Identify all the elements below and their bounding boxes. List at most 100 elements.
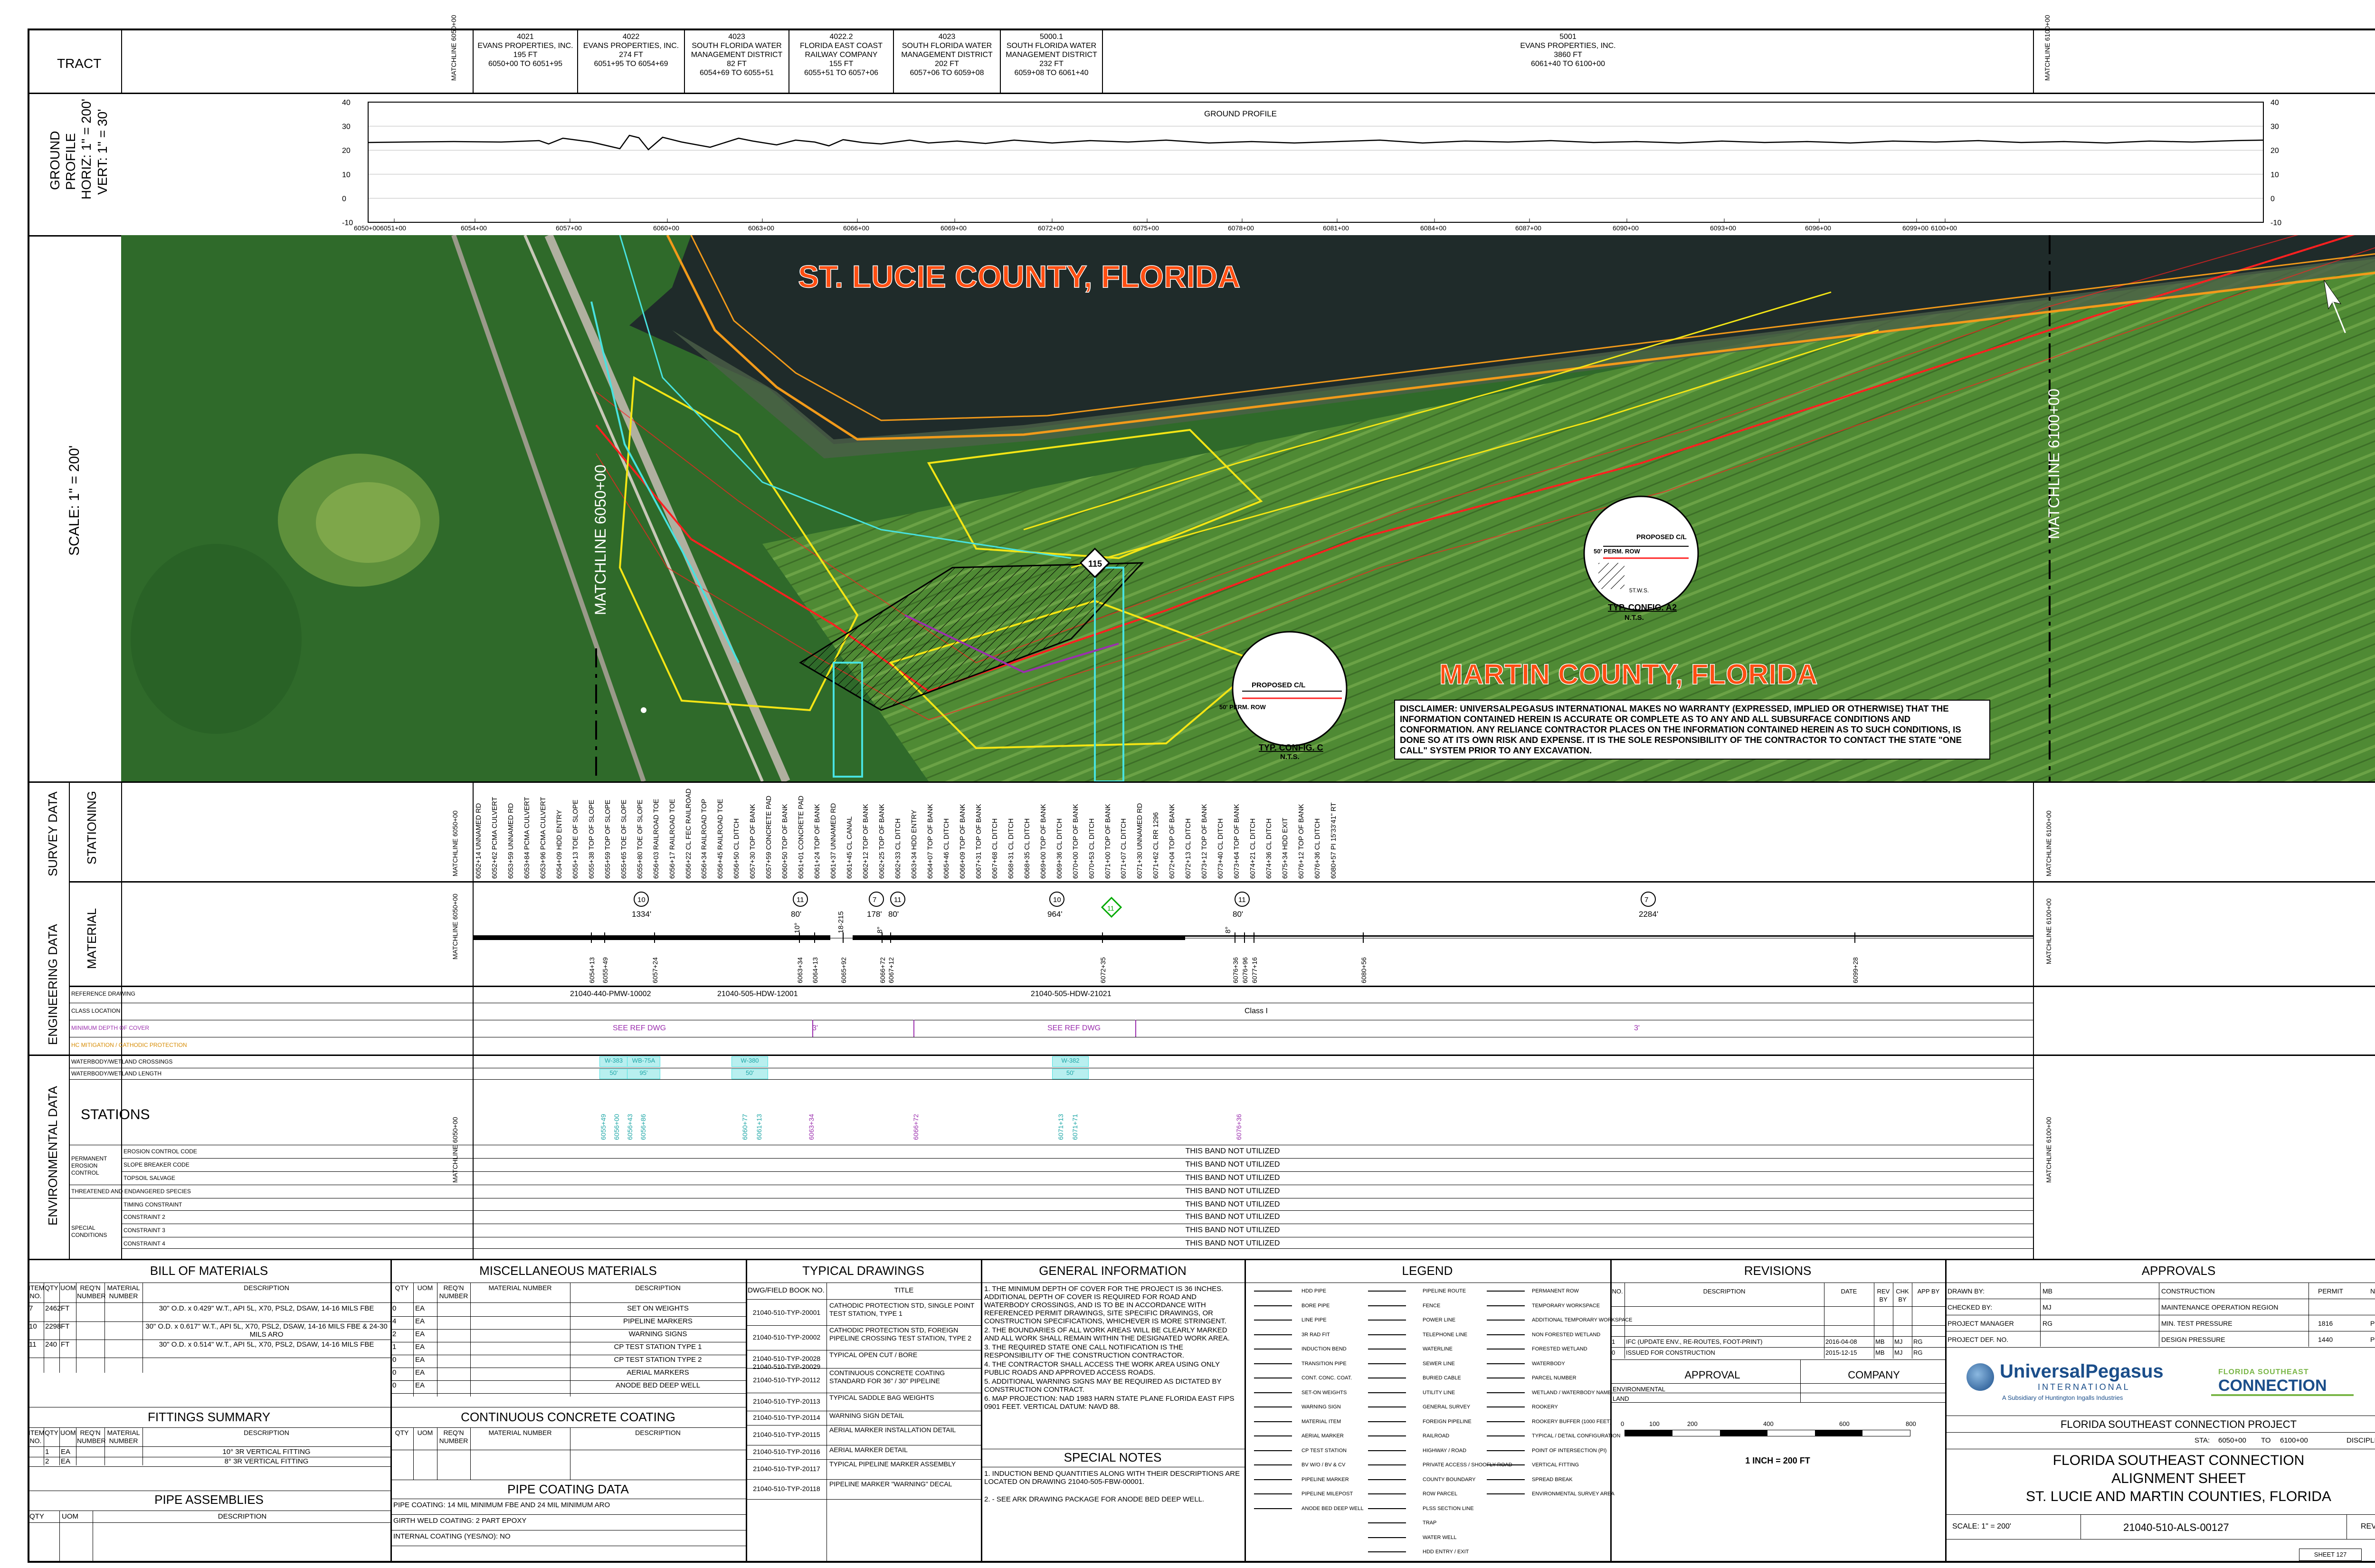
legend-swatch (1487, 1421, 1525, 1422)
env-station: 6071+13 (1057, 1114, 1064, 1140)
engineering-matchline-right: MATCHLINE 6100+00 (2045, 898, 2052, 964)
table-rule (28, 1302, 390, 1303)
profile-side-label-2: PROFILE (63, 133, 78, 190)
material-length: 80' (791, 910, 801, 919)
crossing-length: 50' (732, 1069, 768, 1079)
material-station: 6072+35 (1099, 957, 1107, 983)
env-row-label: CONSTRAINT 4 (124, 1240, 165, 1247)
survey-station-label: 6073+64 TOP OF BANK (1233, 804, 1241, 879)
tract-parcel-id: 4022.2 (829, 33, 853, 41)
legend-swatch (1368, 1392, 1406, 1393)
legend-label: WARNING SIGN (1302, 1404, 1341, 1410)
revision-cell: ISSUED FOR CONSTRUCTION (1626, 1349, 1715, 1356)
ref-drawing-1: 21040-440-PMW-10002 (570, 990, 651, 998)
misc-cell: EA (415, 1317, 425, 1325)
legend-label: RAILROAD (1423, 1433, 1450, 1439)
special-notes-title: SPECIAL NOTES (1064, 1450, 1162, 1464)
bom-header: ITEM NO. (28, 1284, 45, 1300)
revision-cell: 1 (1612, 1338, 1615, 1345)
legend-swatch (1487, 1291, 1525, 1292)
bom-header: DESCRIPTION (244, 1284, 289, 1292)
special-note: 2. - SEE ARK DRAWING PACKAGE FOR ANODE B… (984, 1495, 1205, 1503)
legend-label: FENCE (1423, 1302, 1441, 1309)
survey-station-label: 6061+01 CONCRETE PAD (798, 795, 806, 879)
county-label-north: ST. LUCIE COUNTY, FLORIDA (798, 259, 1240, 294)
env-station: 6066+72 (912, 1114, 920, 1140)
tract-parcel-length: 82 FT (727, 60, 747, 68)
revisions-title: REVISIONS (1744, 1264, 1812, 1278)
general-note: 6. MAP PROJECTION: NAD 1983 HARN STATE P… (984, 1395, 1235, 1411)
env-station: 6076+36 (1235, 1114, 1243, 1140)
bom-cell: 240 (45, 1340, 57, 1349)
svg-text:PROPOSED C/L: PROPOSED C/L (1636, 533, 1687, 541)
tract-parcel-length: 232 FT (1039, 60, 1064, 68)
not-utilized: THIS BAND NOT UTILIZED (1185, 1213, 1280, 1221)
sheet-number: SHEET 127 (2299, 1549, 2362, 1561)
misc-cell: EA (415, 1343, 425, 1351)
misc-cell: CP TEST STATION TYPE 1 (614, 1343, 702, 1351)
survey-station-label: 6053+96 PCMA CULVERT (539, 797, 547, 879)
approval-value: MB (2042, 1287, 2052, 1295)
survey-station-label: 6068+35 CL DITCH (1023, 818, 1031, 879)
tract-parcel-id: 5001 (1559, 33, 1577, 41)
typical-dwg: 21040-510-TYP-20118 (753, 1485, 820, 1492)
fittings-header: MATERIAL NUMBER (107, 1429, 140, 1444)
scale-tick: 0 (1621, 1420, 1624, 1427)
tract-parcel-owner: SOUTH FLORIDA WATER MANAGEMENT DISTRICT (1006, 42, 1097, 59)
legend-swatch (1254, 1392, 1292, 1393)
not-utilized: THIS BAND NOT UTILIZED (1185, 1226, 1280, 1234)
legend-label: SPREAD BREAK (1532, 1476, 1573, 1482)
env-length-label: WATERBODY/WETLAND LENGTH (71, 1070, 162, 1077)
misc-title: MISCELLANEOUS MATERIALS (479, 1264, 657, 1278)
concrete-title: CONTINUOUS CONCRETE COATING (461, 1410, 675, 1424)
sheet-border (28, 29, 2375, 1563)
profile-x-tick: 6090+00 (1613, 224, 1639, 232)
survey-matchline-right: MATCHLINE 6100+00 (2045, 810, 2052, 876)
coating-title: PIPE COATING DATA (507, 1482, 629, 1496)
revision-header: NO. (1612, 1288, 1623, 1295)
survey-station-label: 6067+68 CL DITCH (991, 818, 999, 879)
legend-swatch (1254, 1464, 1292, 1465)
table-rule (28, 1427, 390, 1428)
general-note: 4. THE CONTRACTOR SHALL ACCESS THE WORK … (984, 1360, 1220, 1377)
revision-cell: MB (1875, 1338, 1885, 1345)
material-station: 6080+56 (1360, 957, 1368, 983)
misc-header: REQ'N NUMBER (439, 1284, 468, 1300)
profile-x-tick: 6099+00 (1902, 224, 1928, 232)
misc-cell: 0 (392, 1304, 397, 1312)
general-note: 2. THE BOUNDARIES OF ALL WORK AREAS WILL… (984, 1326, 1230, 1342)
misc-cell: 4 (392, 1317, 397, 1325)
typical-dwg: 21040-510-TYP-20114 (753, 1414, 820, 1421)
bom-cell: 2462 (45, 1304, 61, 1312)
fittings-cell: EA (61, 1457, 71, 1465)
legend-swatch (1368, 1522, 1406, 1523)
config-c-callout: PROPOSED C/L 50' PERM. ROW TYP. CONFIG. … (1219, 631, 1348, 761)
typical-title-cell: CONTINUOUS CONCRETE COATING STANDARD FOR… (829, 1369, 945, 1385)
profile-side-label-3: HORIZ: 1" = 200' (79, 98, 94, 200)
material-station: 6099+28 (1852, 957, 1859, 983)
survey-station-label: 6057+59 CONCRETE PAD (765, 795, 773, 879)
pa-header: QTY (29, 1512, 44, 1520)
profile-y-tick: 0 (342, 195, 346, 203)
table-rule (1945, 1432, 2375, 1433)
typical-header: TITLE (894, 1286, 914, 1294)
material-item-id: 10 (637, 896, 646, 904)
tract-parcel-owner: FLORIDA EAST COAST RAILWAY COMPANY (800, 42, 883, 59)
table-rule (104, 1283, 105, 1373)
legend-title: LEGEND (1402, 1264, 1453, 1278)
disclaimer: DISCLAIMER: UNIVERSALPEGASUS INTERNATION… (1394, 700, 1990, 760)
scale-text: 1 INCH = 200 FT (1745, 1456, 1810, 1465)
revision-cell: MJ (1894, 1349, 1903, 1356)
table-rule (746, 1459, 981, 1460)
material-length: 1334' (632, 910, 651, 919)
material-item-id: 7 (873, 896, 876, 904)
crossing-length: 50' (599, 1069, 628, 1079)
misc-cell: 0 (392, 1356, 397, 1364)
env-row-label: THREATENED AND ENDANGERED SPECIES (71, 1188, 191, 1195)
aerial-marker-115: 115 (1088, 559, 1102, 569)
legend-label: BURIED CABLE (1423, 1375, 1461, 1381)
legend-swatch (1254, 1363, 1292, 1364)
table-rule (413, 1427, 414, 1480)
